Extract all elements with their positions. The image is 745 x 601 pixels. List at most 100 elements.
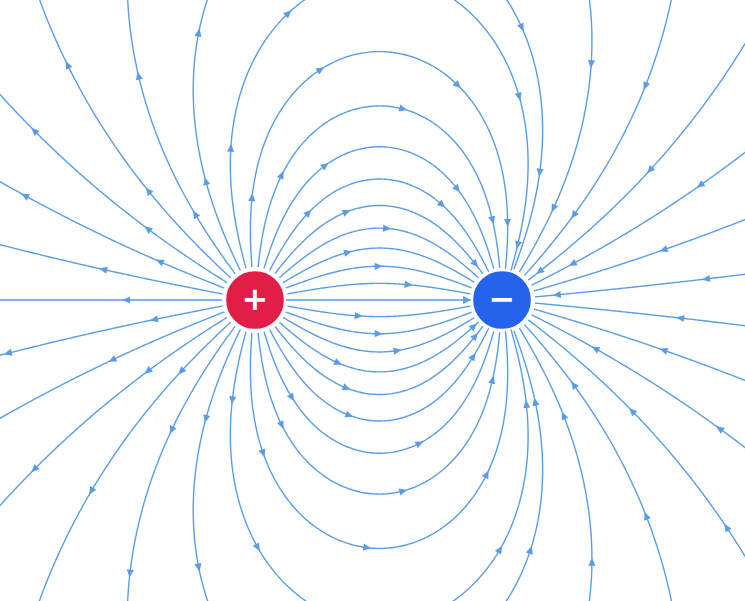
field-arrow bbox=[526, 545, 535, 555]
field-arrow bbox=[143, 185, 154, 196]
field-line bbox=[528, 320, 745, 601]
field-line bbox=[535, 303, 745, 330]
field-arrow bbox=[375, 330, 383, 337]
field-arrow bbox=[134, 71, 143, 80]
field-arrow bbox=[149, 315, 158, 324]
field-line bbox=[230, 330, 528, 601]
field-line bbox=[258, 332, 500, 494]
field-arrow bbox=[702, 275, 711, 283]
field-arrow bbox=[259, 448, 268, 458]
field-arrow bbox=[190, 209, 200, 220]
field-arrow bbox=[522, 400, 530, 409]
field-arrow bbox=[333, 358, 343, 368]
field-arrow bbox=[640, 81, 650, 91]
field-arrow bbox=[201, 176, 210, 186]
field-arrow bbox=[568, 379, 579, 390]
field-arrow bbox=[548, 203, 558, 213]
field-arrow bbox=[142, 223, 153, 234]
field-line bbox=[535, 270, 745, 297]
field-line bbox=[481, 0, 542, 269]
field-line bbox=[270, 328, 489, 421]
field-arrow bbox=[676, 314, 685, 322]
field-arrow bbox=[342, 207, 352, 217]
field-line bbox=[0, 312, 224, 436]
field-arrow bbox=[552, 291, 561, 299]
field-arrow bbox=[287, 393, 297, 404]
field-arrow bbox=[277, 420, 287, 430]
field-line bbox=[534, 309, 745, 393]
charge-sign: + bbox=[242, 283, 269, 315]
field-line bbox=[264, 147, 494, 269]
field-line bbox=[250, 331, 507, 548]
field-arrow bbox=[658, 345, 668, 354]
charge-disc bbox=[472, 270, 532, 330]
field-arrow bbox=[453, 80, 464, 91]
field-arrow bbox=[86, 486, 96, 497]
field-line bbox=[524, 0, 677, 276]
field-arrow bbox=[176, 366, 187, 377]
field-line bbox=[264, 331, 494, 453]
field-arrow bbox=[721, 522, 731, 533]
field-arrow bbox=[452, 184, 463, 195]
field-arrow bbox=[470, 259, 481, 270]
field-line bbox=[532, 127, 745, 285]
field-arrow bbox=[590, 343, 601, 353]
field-arrow bbox=[227, 144, 235, 152]
field-arrow bbox=[644, 165, 655, 176]
field-arrow bbox=[98, 265, 107, 274]
field-arrow bbox=[437, 200, 448, 211]
field-arrow bbox=[62, 60, 72, 70]
field-line bbox=[0, 306, 223, 363]
field-line bbox=[127, 326, 235, 601]
field-arrow bbox=[504, 219, 511, 227]
field-arrow bbox=[488, 375, 497, 384]
field-arrow bbox=[488, 216, 497, 225]
field-line bbox=[0, 164, 224, 288]
field-arrow bbox=[517, 23, 527, 33]
field-line bbox=[283, 317, 474, 352]
field-arrow bbox=[375, 263, 383, 270]
field-arrow bbox=[588, 558, 595, 566]
field-line bbox=[0, 237, 223, 294]
field-arrow bbox=[641, 511, 651, 521]
field-arrow bbox=[468, 351, 478, 362]
field-line bbox=[275, 206, 483, 274]
field-line bbox=[286, 266, 472, 288]
field-arrow bbox=[399, 486, 409, 495]
field-arrow bbox=[567, 259, 577, 269]
field-arrow bbox=[399, 105, 409, 114]
field-arrow bbox=[320, 160, 331, 171]
field-line bbox=[286, 312, 472, 334]
field-line bbox=[0, 299, 222, 300]
field-arrow bbox=[201, 414, 210, 424]
field-line bbox=[519, 328, 592, 601]
field-arrow bbox=[315, 64, 326, 74]
field-arrow bbox=[3, 349, 13, 358]
field-arrow bbox=[194, 563, 203, 572]
field-arrow bbox=[531, 397, 540, 406]
field-arrow bbox=[167, 425, 177, 435]
field-arrow bbox=[345, 411, 355, 421]
field-line bbox=[193, 330, 240, 601]
field-line bbox=[193, 0, 240, 270]
field-line bbox=[287, 306, 470, 317]
field-line bbox=[532, 315, 745, 473]
field-arrow bbox=[469, 321, 480, 332]
field-arrow bbox=[536, 168, 544, 177]
field-arrow bbox=[695, 180, 706, 190]
field-line bbox=[29, 322, 231, 601]
field-arrow bbox=[627, 405, 638, 416]
field-arrow bbox=[343, 248, 353, 257]
field-line bbox=[258, 106, 500, 268]
field-arrow bbox=[587, 60, 595, 68]
field-arrow bbox=[154, 257, 164, 267]
field-arrow bbox=[568, 210, 579, 221]
field-arrow bbox=[107, 355, 117, 365]
field-arrow bbox=[363, 544, 372, 552]
field-line bbox=[287, 283, 470, 294]
charge-circle: − bbox=[471, 269, 533, 331]
charge-circle: + bbox=[224, 269, 286, 331]
field-arrow bbox=[228, 396, 236, 405]
field-arrow bbox=[354, 312, 362, 320]
